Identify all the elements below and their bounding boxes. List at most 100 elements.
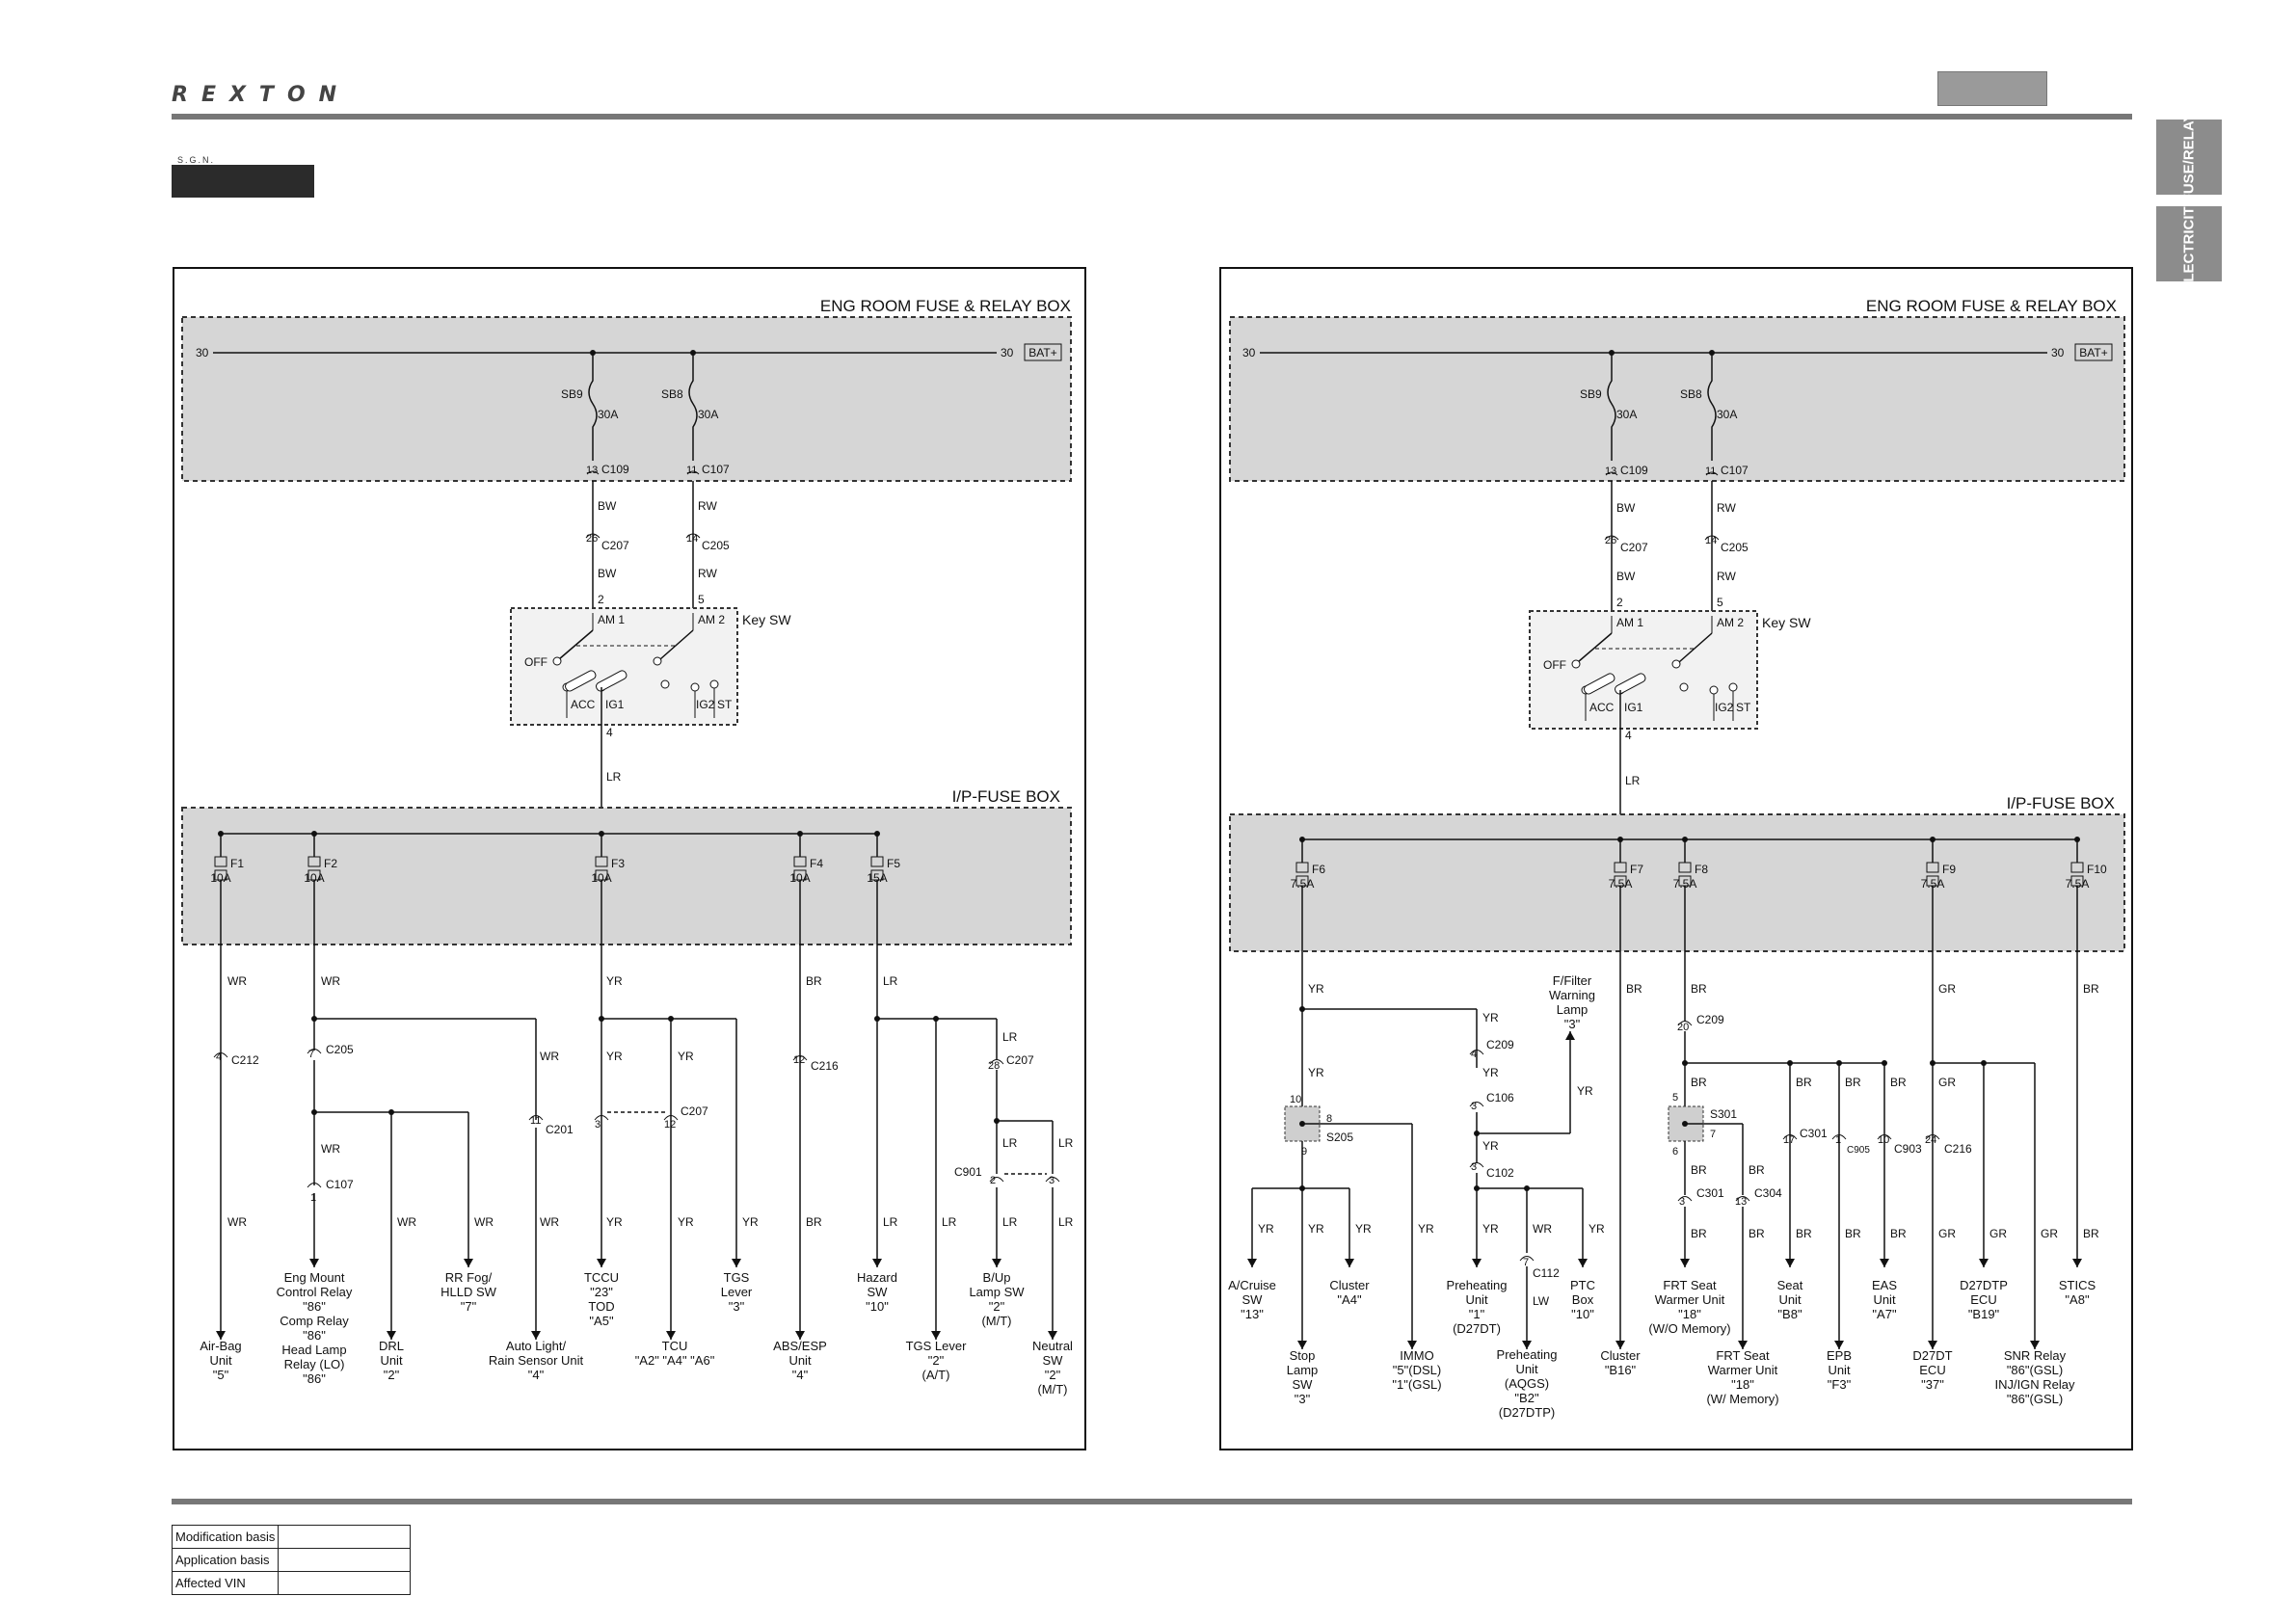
wire-l-yr-3: YR — [678, 1050, 694, 1063]
s205: S205 — [1326, 1131, 1353, 1144]
wire-r-br-14: BR — [2083, 982, 2099, 996]
footer-rule — [172, 1499, 2132, 1504]
c205: C205 — [702, 539, 730, 552]
c112-pin: 7 — [1523, 1257, 1529, 1268]
wire-r-lw-1: LW — [1533, 1294, 1550, 1308]
fuse-left-2-amp: 10A — [591, 871, 611, 885]
wire-r-br-9: BR — [1845, 1076, 1861, 1089]
off-label: OFF — [524, 655, 547, 669]
wire-r-wr-1: WR — [1533, 1222, 1552, 1236]
fuse-right-0-amp: 7.5A — [1291, 877, 1315, 891]
load-airbag-line-1: Unit — [209, 1353, 232, 1368]
wire-rw-1: RW — [698, 499, 717, 513]
load-neutral-line-3: (M/T) — [1037, 1382, 1067, 1397]
ip-fuse-box-right — [1229, 813, 2125, 952]
wire-r-br-12: BR — [1845, 1227, 1861, 1240]
fuse-right-1-name: F7 — [1630, 863, 1643, 876]
load-ffilter-line-0: F/Filter — [1553, 973, 1592, 988]
wire-rw-2: RW — [698, 567, 717, 580]
mod-value — [278, 1525, 412, 1549]
load-bup-line-2: "2" — [989, 1299, 1005, 1314]
pin-2: 2 — [598, 593, 604, 606]
wire-r-gr-4: GR — [1989, 1227, 2007, 1240]
pin-4: 4 — [606, 726, 613, 739]
load-bup-line-1: Lamp SW — [969, 1285, 1025, 1299]
s301-pin-7: 7 — [1710, 1129, 1716, 1140]
load-tgslever-line-0: TGS Lever — [906, 1339, 968, 1353]
tab-fuse-relay[interactable]: FUSE/RELAY — [2156, 112, 2222, 202]
s301-pin-5: 5 — [1672, 1092, 1678, 1104]
load-stoplamp-line-0: Stop — [1290, 1348, 1316, 1363]
c209b-pin: 20 — [1677, 1022, 1689, 1033]
load-eas-line-0: EAS — [1872, 1278, 1897, 1292]
load-acruise-line-2: "13" — [1241, 1307, 1264, 1321]
load-rrfog-line-2: "7" — [461, 1299, 477, 1314]
wire-lr-main: LR — [606, 770, 622, 784]
load-stics-line-1: "A8" — [2065, 1292, 2090, 1307]
c301a: C301 — [1696, 1186, 1724, 1200]
load-frtseat2-line-0: FRT Seat — [1716, 1348, 1770, 1363]
load-seatunit-line-0: Seat — [1777, 1278, 1803, 1292]
wire-r-gr-3: GR — [1938, 1227, 1956, 1240]
tab-electricity[interactable]: ELECTRICITY — [2156, 197, 2222, 291]
wire-r-yr-6: YR — [1482, 1222, 1499, 1236]
load-epb-line-0: EPB — [1827, 1348, 1852, 1363]
ip-fuse-box — [181, 807, 1072, 945]
c205-pin-l: 7 — [308, 1049, 314, 1060]
c212-pin: 4 — [216, 1051, 222, 1063]
wire-lr-main-r: LR — [1625, 774, 1641, 787]
st-label: ST — [717, 698, 733, 711]
key-switch-box — [510, 607, 738, 726]
wire-r-br-13: BR — [1890, 1227, 1907, 1240]
ip-fuse-box-title-right: I/P-FUSE BOX — [2007, 794, 2115, 812]
fuse-sb9-amp-r: 30A — [1616, 408, 1637, 421]
load-seatunit-line-2: "B8" — [1777, 1307, 1802, 1321]
c207-pin: 26 — [586, 533, 598, 545]
c304: C304 — [1754, 1186, 1782, 1200]
wire-r-yr-7: YR — [1589, 1222, 1605, 1236]
wire-r-br-15: BR — [2083, 1227, 2099, 1240]
wire-l-yr-1: YR — [606, 974, 623, 988]
c209a: C209 — [1486, 1038, 1514, 1051]
bus-label-left-r: 30 — [1242, 346, 1256, 359]
load-tgs-line-2: "3" — [729, 1299, 745, 1314]
load-tgs-line-1: Lever — [721, 1285, 753, 1299]
page-number-box — [1937, 71, 2047, 106]
acc-label-r: ACC — [1589, 701, 1615, 714]
wire-r-yr-4: YR — [1577, 1084, 1593, 1098]
load-ptc-line-1: Box — [1572, 1292, 1594, 1307]
fuse-right-4-name: F10 — [2087, 863, 2107, 876]
c901-pin-3: 3 — [1049, 1175, 1055, 1186]
wire-bw-2-r: BW — [1616, 570, 1636, 583]
c107-pin-l: 1 — [310, 1192, 316, 1204]
wire-r-br-10: BR — [1890, 1076, 1907, 1089]
wire-r-yr-5: YR — [1482, 1139, 1499, 1153]
load-stoplamp-line-2: SW — [1293, 1377, 1314, 1392]
acc-label: ACC — [571, 698, 596, 711]
wire-r-br-6: BR — [1691, 1227, 1707, 1240]
c207b: C207 — [1006, 1053, 1034, 1067]
load-preheat2-line-1: Unit — [1515, 1362, 1538, 1376]
load-engmount-line-5: Head Lamp — [281, 1343, 346, 1357]
bat-label: BAT+ — [1028, 346, 1056, 359]
c207: C207 — [601, 539, 629, 552]
wire-l-lr-5: LR — [883, 1215, 898, 1229]
fuse-sb9: SB9 — [561, 387, 583, 401]
c216-pin-l: 12 — [793, 1054, 805, 1066]
wire-r-yr-1: YR — [1308, 982, 1324, 996]
load-d27dtp-line-2: "B19" — [1968, 1307, 2000, 1321]
load-preheat1-line-1: Unit — [1465, 1292, 1488, 1307]
load-tccu-line-2: TOD — [588, 1299, 614, 1314]
ig2-label-r: IG2 — [1715, 701, 1734, 714]
load-engmount-line-3: Comp Relay — [280, 1314, 349, 1328]
diagram-right-frame — [1219, 267, 2133, 1450]
fuse-left-3-name: F4 — [810, 857, 823, 870]
load-frtseat2-line-2: "18" — [1731, 1377, 1754, 1392]
ig2-label: IG2 — [696, 698, 715, 711]
wire-l-yr-5: YR — [678, 1215, 694, 1229]
c109-pin-r: 13 — [1605, 466, 1616, 477]
load-frtseat1-line-1: Warmer Unit — [1655, 1292, 1725, 1307]
wire-r-br-1: BR — [1626, 982, 1642, 996]
c905-pin: 1 — [1835, 1134, 1841, 1146]
